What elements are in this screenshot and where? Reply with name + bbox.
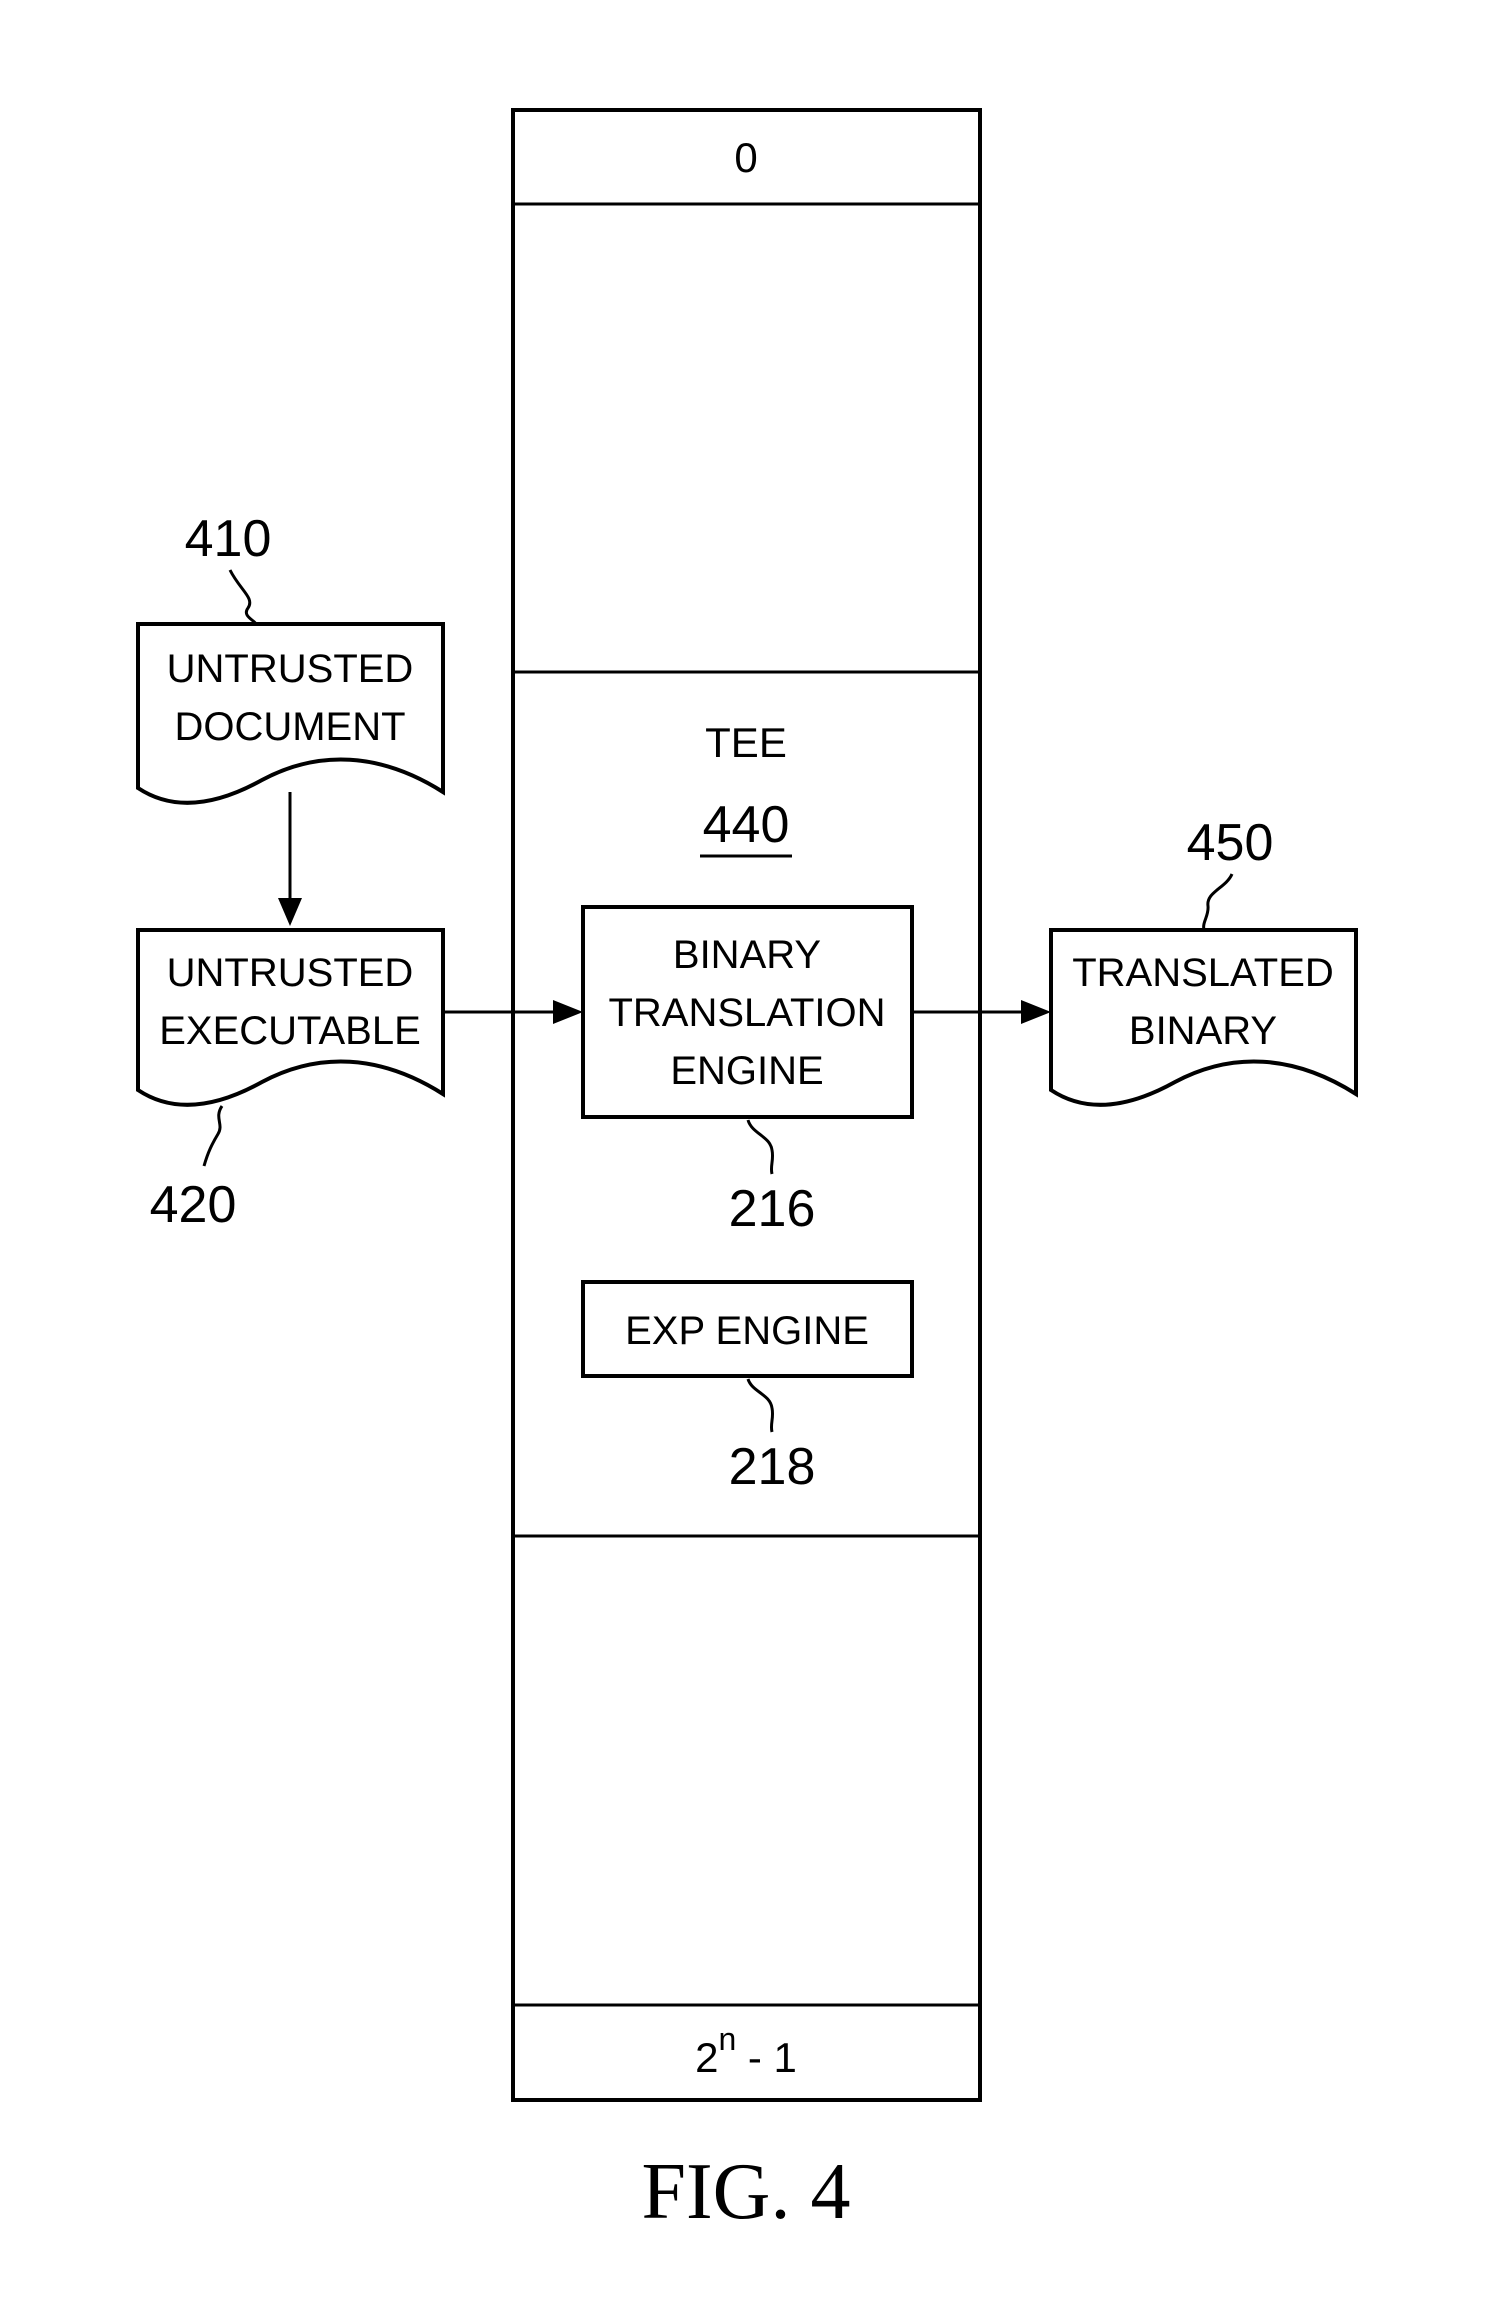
exp-engine-label: EXP ENGINE <box>625 1309 869 1353</box>
leader-line-450 <box>1204 874 1232 930</box>
memory-bottom-address-base: 2 <box>695 2034 718 2081</box>
translated-binary-node: TRANSLATED BINARY 450 <box>1051 814 1356 1105</box>
untrusted-executable-label-line1: UNTRUSTED <box>167 951 414 995</box>
arrowhead-translation-engine-to-translated-binary <box>1021 1000 1051 1024</box>
tee-title: TEE <box>705 719 787 766</box>
leader-line-216 <box>748 1120 773 1174</box>
leader-line-410 <box>230 570 256 624</box>
untrusted-document-label-line1: UNTRUSTED <box>167 647 414 691</box>
binary-translation-engine-label-line1: BINARY <box>673 933 821 977</box>
translated-binary-label-line1: TRANSLATED <box>1072 951 1334 995</box>
memory-top-address-label: 0 <box>734 134 757 181</box>
leader-line-420 <box>204 1106 222 1166</box>
tee-reference-number: 440 <box>703 796 790 854</box>
untrusted-document-reference-number: 410 <box>185 510 272 568</box>
figure-caption: FIG. 4 <box>642 2148 851 2236</box>
binary-translation-engine-node: BINARY TRANSLATION ENGINE 216 <box>583 907 912 1238</box>
memory-bottom-address-label: 2n - 1 <box>695 2021 797 2081</box>
binary-translation-engine-label-line3: ENGINE <box>670 1049 823 1093</box>
untrusted-executable-reference-number: 420 <box>150 1176 237 1234</box>
untrusted-executable-label-line2: EXECUTABLE <box>159 1009 421 1053</box>
arrowhead-executable-to-translation-engine <box>553 1000 583 1024</box>
binary-translation-engine-label-line2: TRANSLATION <box>608 991 885 1035</box>
arrowhead-document-to-executable <box>278 898 302 926</box>
untrusted-document-label-line2: DOCUMENT <box>174 705 405 749</box>
untrusted-executable-node: UNTRUSTED EXECUTABLE 420 <box>138 930 443 1234</box>
binary-translation-engine-reference-number: 216 <box>729 1180 816 1238</box>
exp-engine-node: EXP ENGINE 218 <box>583 1282 912 1496</box>
memory-bottom-address-exponent: n <box>718 2021 736 2057</box>
tee-region: TEE 440 <box>700 719 792 856</box>
exp-engine-reference-number: 218 <box>729 1438 816 1496</box>
leader-line-218 <box>748 1379 773 1432</box>
memory-bottom-address-rest: - 1 <box>736 2034 797 2081</box>
untrusted-document-node: UNTRUSTED DOCUMENT 410 <box>138 510 443 803</box>
translated-binary-reference-number: 450 <box>1187 814 1274 872</box>
translated-binary-label-line2: BINARY <box>1129 1009 1277 1053</box>
